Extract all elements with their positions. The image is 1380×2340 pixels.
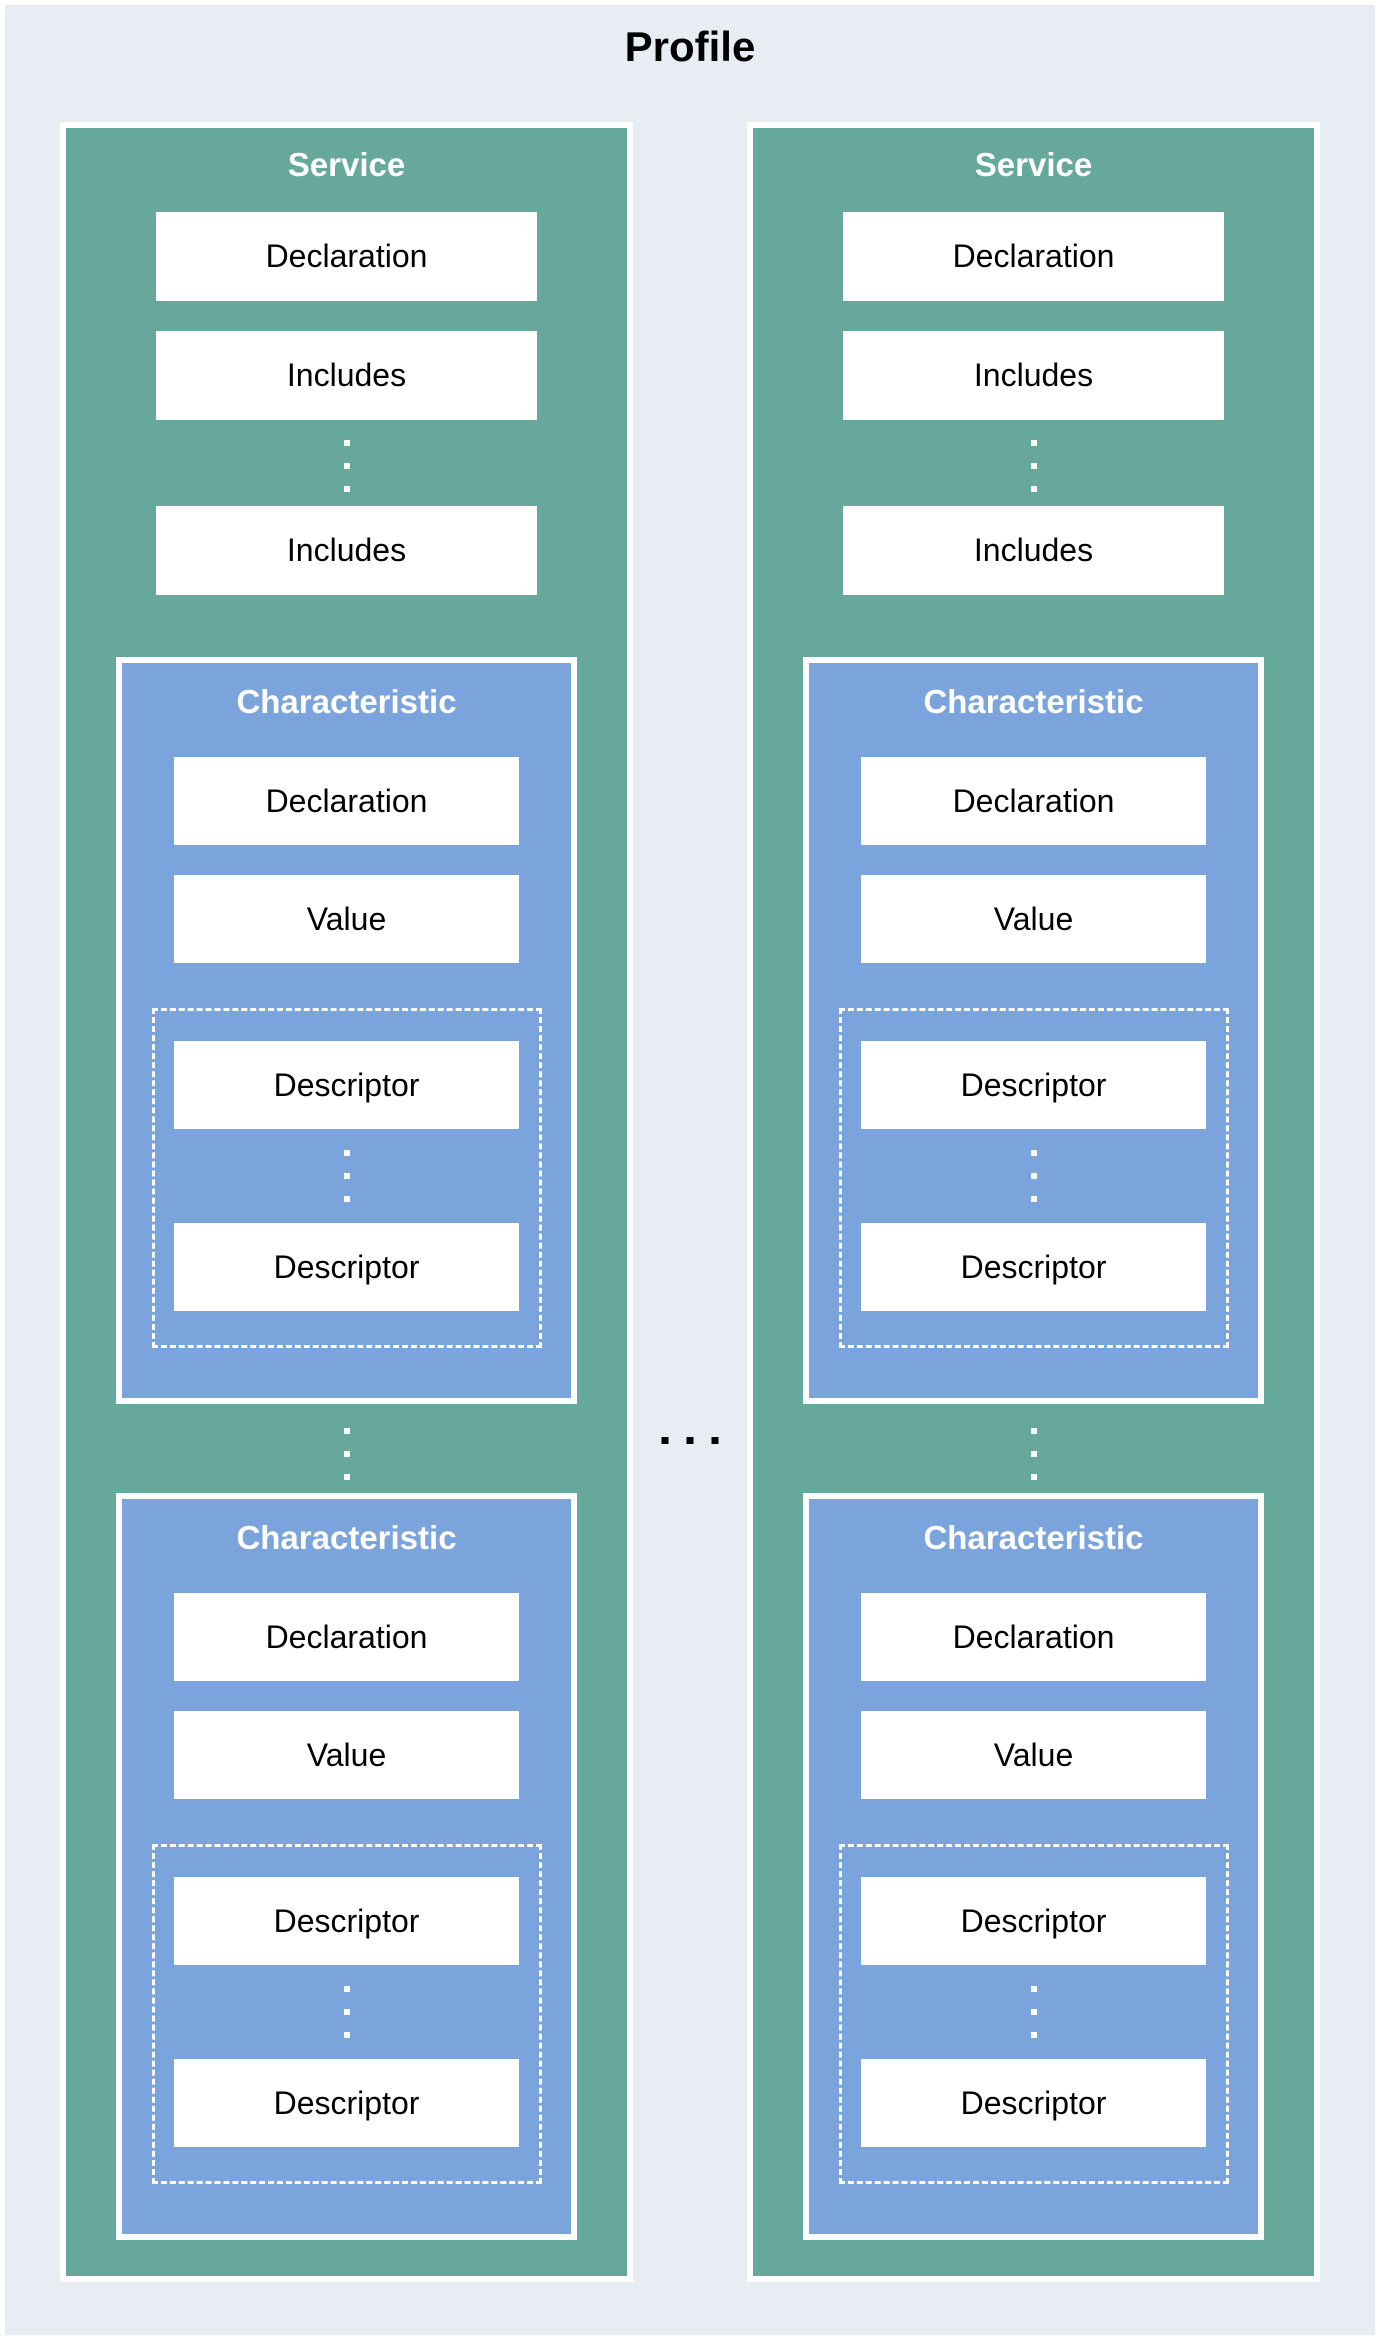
service-header: Service	[974, 146, 1093, 183]
ellipsis-dot	[686, 1437, 694, 1444]
service-header: Service	[287, 146, 406, 183]
service-box: Service Declaration Includes Includes Ch…	[747, 122, 1320, 2282]
descriptor-box: Descriptor	[861, 1223, 1206, 1311]
ellipsis-dot	[1030, 463, 1037, 469]
characteristic-box: Characteristic Declaration Value Descrip…	[116, 657, 577, 1404]
characteristic-value-box: Value	[174, 1711, 519, 1799]
horizontal-ellipsis	[661, 1437, 719, 1444]
page-canvas: Profile Service Declaration Includes Inc…	[5, 5, 1375, 2335]
vertical-ellipsis	[343, 1150, 350, 1202]
descriptor-group: Descriptor Descriptor	[151, 1008, 542, 1348]
includes-box: Includes	[156, 506, 537, 595]
ellipsis-dot	[343, 1196, 350, 1202]
ellipsis-dot	[1030, 2032, 1037, 2038]
ellipsis-dot	[711, 1437, 719, 1444]
characteristic-header: Characteristic	[236, 1519, 457, 1556]
characteristic-value-box: Value	[861, 875, 1206, 963]
ellipsis-dot	[1030, 1474, 1037, 1480]
ellipsis-dot	[1030, 440, 1037, 446]
ellipsis-dot	[1030, 1428, 1037, 1434]
ellipsis-dot	[343, 463, 350, 469]
includes-box: Includes	[843, 506, 1224, 595]
includes-box: Includes	[843, 331, 1224, 420]
ellipsis-dot	[343, 1150, 350, 1156]
ellipsis-dot	[1030, 1173, 1037, 1179]
ellipsis-dot	[343, 2032, 350, 2038]
ellipsis-dot	[1030, 1196, 1037, 1202]
characteristic-value-box: Value	[174, 875, 519, 963]
ellipsis-dot	[343, 1428, 350, 1434]
descriptor-box: Descriptor	[861, 2059, 1206, 2147]
characteristic-header: Characteristic	[923, 683, 1144, 720]
descriptor-group: Descriptor Descriptor	[838, 1844, 1229, 2184]
descriptor-box: Descriptor	[861, 1877, 1206, 1965]
ellipsis-dot	[343, 440, 350, 446]
service-box: Service Declaration Includes Includes Ch…	[60, 122, 633, 2282]
characteristic-box: Characteristic Declaration Value Descrip…	[803, 1493, 1264, 2240]
vertical-ellipsis	[1030, 440, 1037, 492]
services-row: Service Declaration Includes Includes Ch…	[5, 122, 1375, 2282]
characteristic-declaration-box: Declaration	[174, 1593, 519, 1681]
ellipsis-dot	[343, 2009, 350, 2015]
characteristic-header: Characteristic	[923, 1519, 1144, 1556]
characteristic-declaration-box: Declaration	[861, 757, 1206, 845]
descriptor-box: Descriptor	[861, 1041, 1206, 1129]
ellipsis-dot	[1030, 1150, 1037, 1156]
descriptor-group: Descriptor Descriptor	[151, 1844, 542, 2184]
ellipsis-dot	[1030, 1451, 1037, 1457]
vertical-ellipsis	[1030, 1986, 1037, 2038]
characteristic-box: Characteristic Declaration Value Descrip…	[116, 1493, 577, 2240]
vertical-ellipsis	[1030, 1150, 1037, 1202]
ellipsis-dot	[343, 1986, 350, 1992]
ellipsis-dot	[1030, 2009, 1037, 2015]
ellipsis-dot	[343, 486, 350, 492]
page-title: Profile	[624, 23, 756, 70]
ellipsis-dot	[1030, 486, 1037, 492]
ellipsis-dot	[343, 1451, 350, 1457]
characteristic-box: Characteristic Declaration Value Descrip…	[803, 657, 1264, 1404]
descriptor-box: Descriptor	[174, 2059, 519, 2147]
ellipsis-dot	[661, 1437, 669, 1444]
vertical-ellipsis	[343, 1428, 350, 1480]
ellipsis-dot	[343, 1173, 350, 1179]
descriptor-box: Descriptor	[174, 1041, 519, 1129]
descriptor-box: Descriptor	[174, 1877, 519, 1965]
vertical-ellipsis	[343, 1986, 350, 2038]
characteristic-header: Characteristic	[236, 683, 457, 720]
vertical-ellipsis	[343, 440, 350, 492]
characteristic-declaration-box: Declaration	[174, 757, 519, 845]
ellipsis-dot	[1030, 1986, 1037, 1992]
includes-box: Includes	[156, 331, 537, 420]
descriptor-group: Descriptor Descriptor	[838, 1008, 1229, 1348]
characteristic-declaration-box: Declaration	[861, 1593, 1206, 1681]
ellipsis-dot	[343, 1474, 350, 1480]
service-declaration-box: Declaration	[843, 212, 1224, 301]
descriptor-box: Descriptor	[174, 1223, 519, 1311]
vertical-ellipsis	[1030, 1428, 1037, 1480]
characteristic-value-box: Value	[861, 1711, 1206, 1799]
service-declaration-box: Declaration	[156, 212, 537, 301]
